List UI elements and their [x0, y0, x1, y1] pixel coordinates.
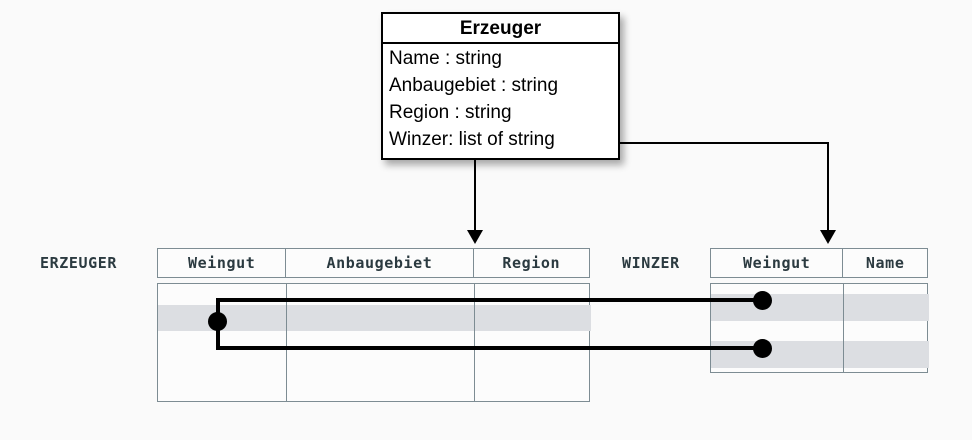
column-header-weingut: Weingut	[711, 249, 844, 277]
fk-endpoint-winzer-row1	[753, 291, 772, 310]
column-divider	[474, 284, 475, 401]
table-body-winzer	[710, 283, 929, 373]
mapping-arrow-winzer-head	[820, 230, 836, 244]
uml-class-name: Erzeuger	[383, 14, 618, 44]
column-header-anbaugebiet: Anbaugebiet	[286, 249, 474, 277]
column-divider	[843, 284, 844, 372]
column-header-region: Region	[502, 254, 561, 272]
fk-link-lower-horizontal	[216, 346, 762, 350]
table-label-winzer: WINZER	[622, 254, 680, 272]
uml-attribute: Name : string	[389, 48, 502, 69]
mapping-arrow-erzeuger-head	[467, 230, 483, 244]
fk-endpoint-erzeuger	[208, 312, 227, 331]
table-header-winzer: Weingut Name	[710, 248, 928, 278]
column-divider	[286, 284, 287, 401]
table-body-erzeuger	[157, 283, 591, 402]
table-row-highlight	[158, 305, 591, 331]
table-label-erzeuger: ERZEUGER	[40, 254, 118, 272]
column-header-weingut: Weingut	[158, 249, 287, 277]
uml-attribute: Region : string	[389, 102, 512, 123]
column-header-name: Name	[865, 254, 905, 272]
fk-endpoint-winzer-row3	[753, 339, 772, 358]
uml-attribute: Anbaugebiet : string	[389, 75, 559, 96]
fk-link-upper-horizontal	[216, 298, 762, 302]
table-row-highlight	[711, 341, 929, 368]
uml-class-box-erzeuger: Erzeuger Name : string Anbaugebiet : str…	[381, 12, 620, 160]
uml-attribute-list: Name : string Anbaugebiet : string Regio…	[383, 44, 618, 153]
mapping-arrow-erzeuger-shaft	[474, 160, 476, 232]
table-header-erzeuger: Weingut Anbaugebiet Region	[157, 248, 590, 278]
uml-attribute: Winzer: list of string	[389, 129, 555, 150]
mapping-arrow-winzer-segment-v	[827, 142, 829, 232]
mapping-arrow-winzer-segment-h	[608, 142, 829, 144]
